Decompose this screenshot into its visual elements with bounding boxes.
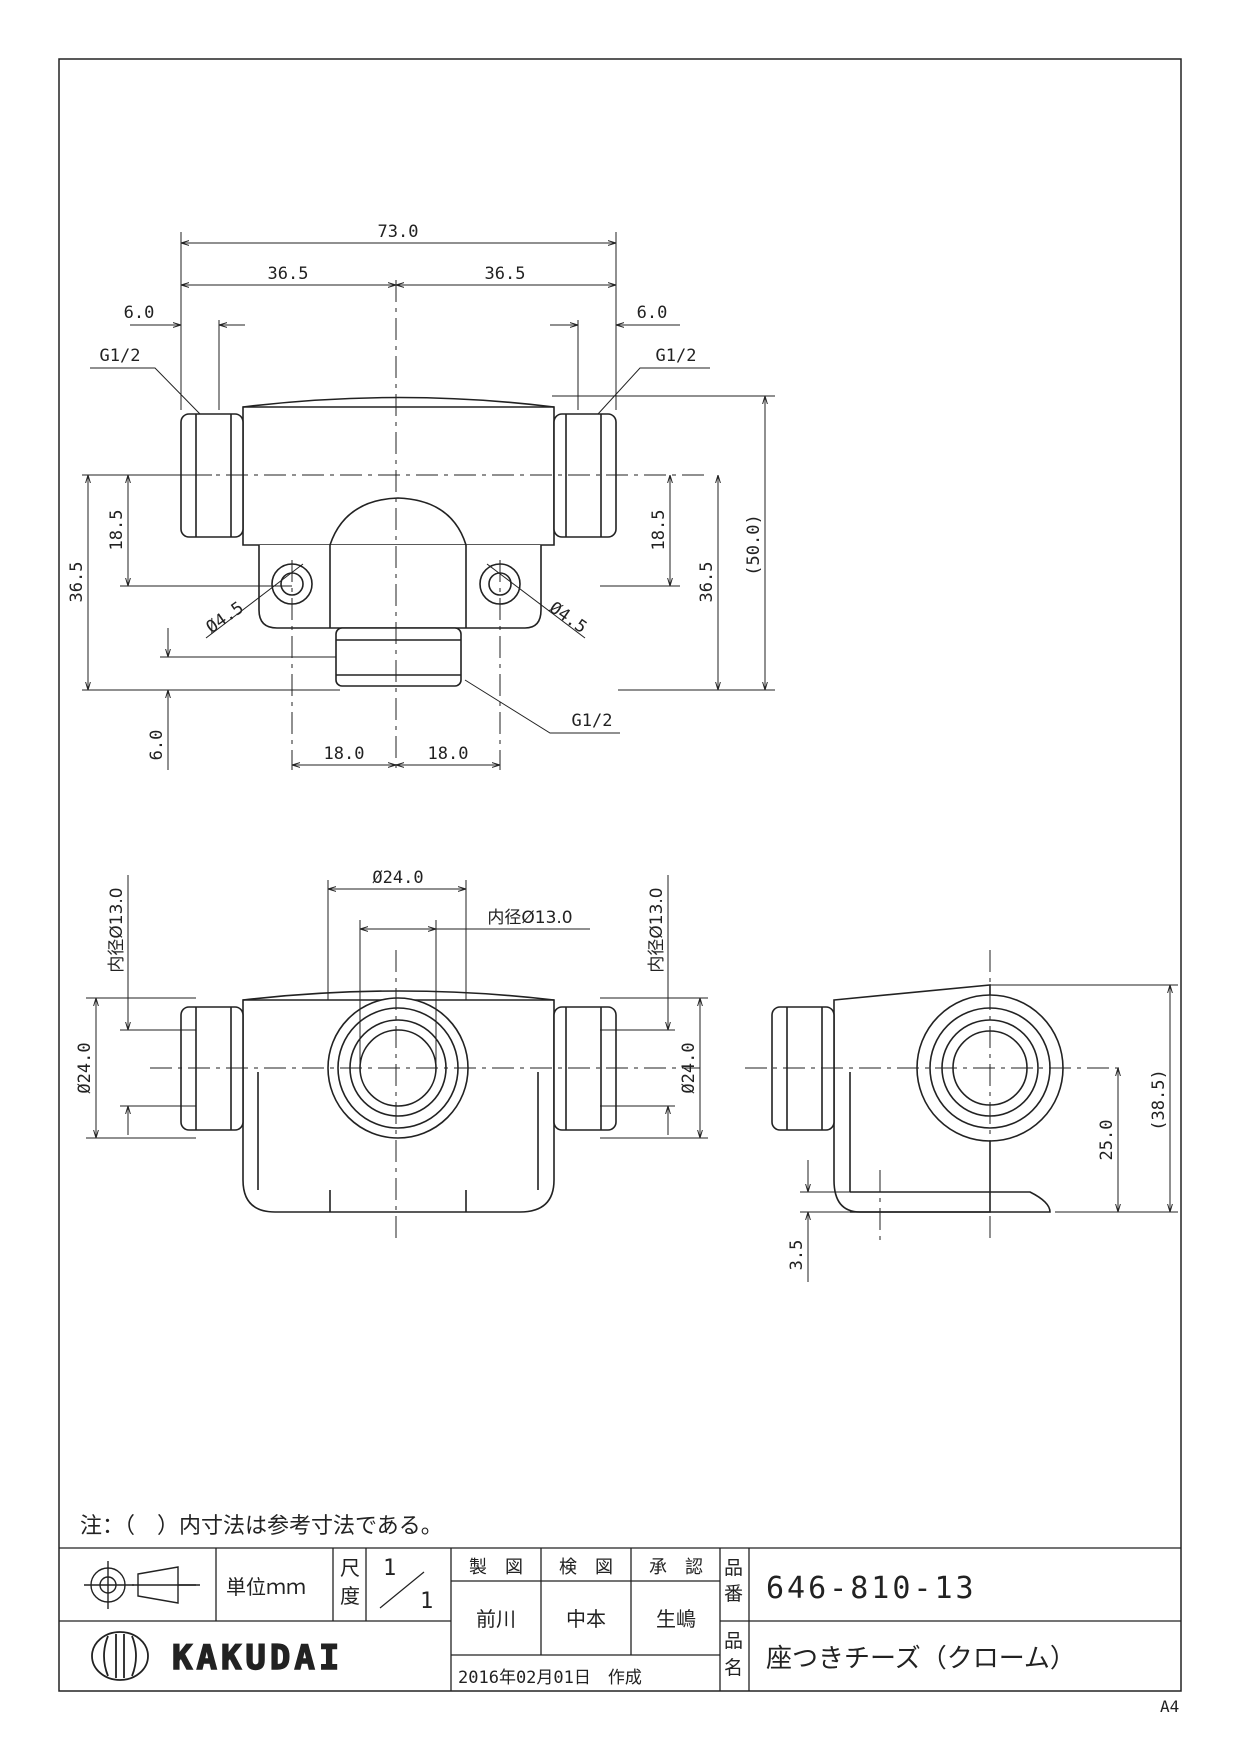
drawn-by: 前川	[476, 1607, 516, 1631]
dim-h-left-outer: 36.5	[67, 562, 87, 603]
drawing-note: 注：（ ）内寸法は参考寸法である。	[80, 1514, 443, 1539]
dim-right-inner: 内径Ø13.0	[647, 887, 667, 972]
dim-hole-pitch-left: 18.0	[324, 744, 365, 764]
dim-outer-dia: Ø24.0	[372, 868, 423, 888]
drawn-label: 製 図	[469, 1557, 523, 1578]
dim-right-outer: Ø24.0	[679, 1042, 699, 1093]
dim-hole-right: Ø4.5	[545, 598, 590, 638]
dim-thread-right: 6.0	[637, 303, 668, 323]
side-dimension-texts: (38.5) 25.0 3.5	[787, 1069, 1169, 1270]
dim-left-inner: 内径Ø13.0	[107, 887, 127, 972]
dim-side-base: 3.5	[787, 1240, 807, 1271]
dim-hole-left: Ø4.5	[203, 598, 248, 638]
scale-label-2: 度	[340, 1584, 360, 1608]
part-number: 646-810-13	[766, 1571, 977, 1606]
dim-hole-pitch-right: 18.0	[428, 744, 469, 764]
dim-side-total: (38.5)	[1149, 1069, 1169, 1130]
front-view	[180, 396, 617, 687]
checked-label: 検 図	[559, 1557, 613, 1578]
scale-numerator: 1	[383, 1556, 396, 1581]
bottom-view	[180, 990, 617, 1213]
scale-slash	[379, 1571, 425, 1609]
dim-half-left: 36.5	[268, 264, 309, 284]
bottom-dimension-lines	[86, 875, 708, 1139]
projection-symbol-icon	[84, 1561, 200, 1609]
dim-h-left-inner: 18.5	[107, 510, 127, 551]
dim-half-right: 36.5	[485, 264, 526, 284]
sheet-size: A4	[1160, 1697, 1179, 1716]
dim-inner-dia: 内径Ø13.0	[487, 908, 572, 928]
part-name-label-2: 名	[724, 1657, 743, 1679]
dim-side-center: 25.0	[1097, 1120, 1117, 1161]
side-view	[771, 984, 1064, 1213]
bottom-centerlines	[150, 950, 700, 1240]
front-dimension-lines	[82, 232, 775, 770]
title-block-grid	[59, 1547, 1181, 1691]
kakudai-emblem-icon	[91, 1631, 149, 1681]
side-centerlines	[745, 950, 1125, 1240]
scale-label-1: 尺	[340, 1556, 360, 1580]
dim-h-right-mid: 36.5	[697, 562, 717, 603]
bottom-dimension-texts: Ø24.0 内径Ø13.0 内径Ø13.0 Ø24.0 内径Ø13.0 Ø24.…	[75, 868, 699, 1094]
title-block-texts: 単位ｍｍ 尺 度 1 1 製 図 検 図 承 認 前川 中本 生嶋 2016年0…	[226, 1556, 1076, 1688]
approved-label: 承 認	[649, 1557, 703, 1578]
dim-h-right-inner: 18.5	[649, 510, 669, 551]
part-name-label-1: 品	[724, 1630, 743, 1652]
brand-wordmark: KAKUDAI	[172, 1638, 343, 1678]
dim-h-right-outer: (50.0)	[744, 514, 764, 575]
label-g-left: G1/2	[100, 346, 141, 366]
side-dimension-lines	[800, 984, 1178, 1282]
label-g-right: G1/2	[656, 346, 697, 366]
front-centerlines	[150, 280, 710, 770]
dim-bottom-thread: 6.0	[147, 730, 167, 761]
part-no-label-1: 品	[724, 1557, 743, 1579]
date-created: 2016年02月01日 作成	[458, 1668, 642, 1688]
drawing-frame	[58, 58, 1182, 1692]
kakudai-logo: KAKUDAI	[91, 1631, 343, 1681]
scale-denominator: 1	[420, 1589, 433, 1614]
dim-thread-left: 6.0	[124, 303, 155, 323]
checked-by: 中本	[566, 1607, 606, 1631]
dim-left-outer: Ø24.0	[75, 1042, 95, 1093]
unit-label: 単位ｍｍ	[226, 1575, 306, 1599]
label-g-bottom: G1/2	[572, 711, 613, 731]
part-no-label-2: 番	[724, 1583, 743, 1605]
approved-by: 生嶋	[656, 1607, 696, 1631]
front-dimension-texts: 73.0 36.5 36.5 6.0 6.0 G1/2 G1/2 G1/2 18…	[67, 222, 764, 764]
part-name: 座つきチーズ（クローム）	[766, 1644, 1076, 1674]
dim-overall: 73.0	[378, 222, 419, 242]
